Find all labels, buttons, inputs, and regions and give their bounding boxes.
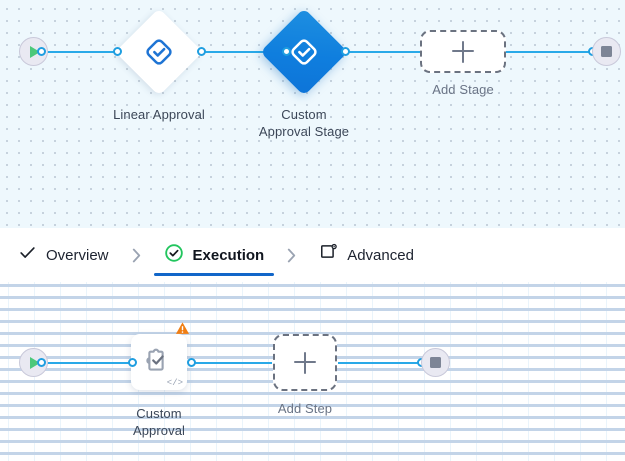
tab-overview-label: Overview xyxy=(46,246,109,264)
tab-separator-icon xyxy=(286,247,297,264)
step-end-node[interactable] xyxy=(421,348,450,377)
window-gear-icon xyxy=(319,243,338,267)
step-start-node[interactable] xyxy=(19,348,48,377)
play-icon xyxy=(30,45,40,58)
add-step-label: Add Step xyxy=(277,401,333,416)
tab-execution-label: Execution xyxy=(192,246,265,264)
tab-execution[interactable]: Execution xyxy=(153,228,274,282)
stage-node-linear-approval[interactable] xyxy=(115,8,203,96)
port-custom-out[interactable] xyxy=(341,47,350,56)
stop-icon xyxy=(601,46,612,57)
stage-start-node[interactable] xyxy=(19,37,48,66)
tab-overview[interactable]: Overview xyxy=(14,228,113,282)
play-icon xyxy=(30,356,40,369)
stage-label-linear-approval: Linear Approval xyxy=(113,107,205,122)
plus-icon xyxy=(452,40,474,63)
port-custom-approval-in[interactable] xyxy=(128,358,137,367)
step-canvas[interactable]: </> Custom Approval Add Step xyxy=(0,282,625,461)
code-badge: </> xyxy=(166,378,183,388)
add-step-button[interactable] xyxy=(273,334,337,391)
check-icon xyxy=(18,243,37,267)
edge-custom-to-add xyxy=(341,51,421,53)
stage-end-node[interactable] xyxy=(592,37,621,66)
port-custom-in[interactable] xyxy=(282,47,291,56)
port-start-out[interactable] xyxy=(37,47,46,56)
port-linear-out[interactable] xyxy=(197,47,206,56)
add-stage-button[interactable] xyxy=(420,30,506,73)
step-node-custom-approval[interactable]: </> xyxy=(131,322,190,390)
stage-canvas[interactable]: Linear Approval Custom Approval Stage Ad… xyxy=(0,0,625,228)
check-circle-icon xyxy=(164,243,184,268)
port-linear-in[interactable] xyxy=(113,47,122,56)
edge-linear-to-custom xyxy=(200,51,286,53)
port-custom-approval-out[interactable] xyxy=(187,358,196,367)
tab-advanced-label: Advanced xyxy=(347,246,414,264)
edge-start-to-custom-approval xyxy=(40,362,132,364)
approval-diamond-icon xyxy=(289,37,319,67)
step-label-custom-approval-line1: Custom xyxy=(136,406,182,421)
step-label-custom-approval-line2: Approval xyxy=(132,423,186,438)
stage-label-custom-approval-stage-line2: Approval Stage xyxy=(258,124,350,139)
stage-label-custom-approval-stage-line1: Custom xyxy=(281,107,327,122)
tab-separator-icon xyxy=(131,247,142,264)
port-step-start-out[interactable] xyxy=(37,358,46,367)
stop-icon xyxy=(430,357,441,368)
add-stage-label: Add Stage xyxy=(432,82,494,97)
puzzle-check-icon xyxy=(144,345,174,380)
approval-diamond-icon xyxy=(144,37,174,67)
tab-advanced[interactable]: Advanced xyxy=(315,228,418,282)
stage-node-custom-approval-stage[interactable] xyxy=(260,8,348,96)
plus-icon xyxy=(294,351,316,374)
tab-bar: Overview Execution xyxy=(0,228,625,282)
edge-add-to-end xyxy=(506,51,591,53)
edge-add-to-end-step xyxy=(338,362,420,364)
edge-custom-approval-to-add xyxy=(190,362,272,364)
warning-icon[interactable] xyxy=(174,320,191,342)
edge-start-to-linear xyxy=(40,51,116,53)
